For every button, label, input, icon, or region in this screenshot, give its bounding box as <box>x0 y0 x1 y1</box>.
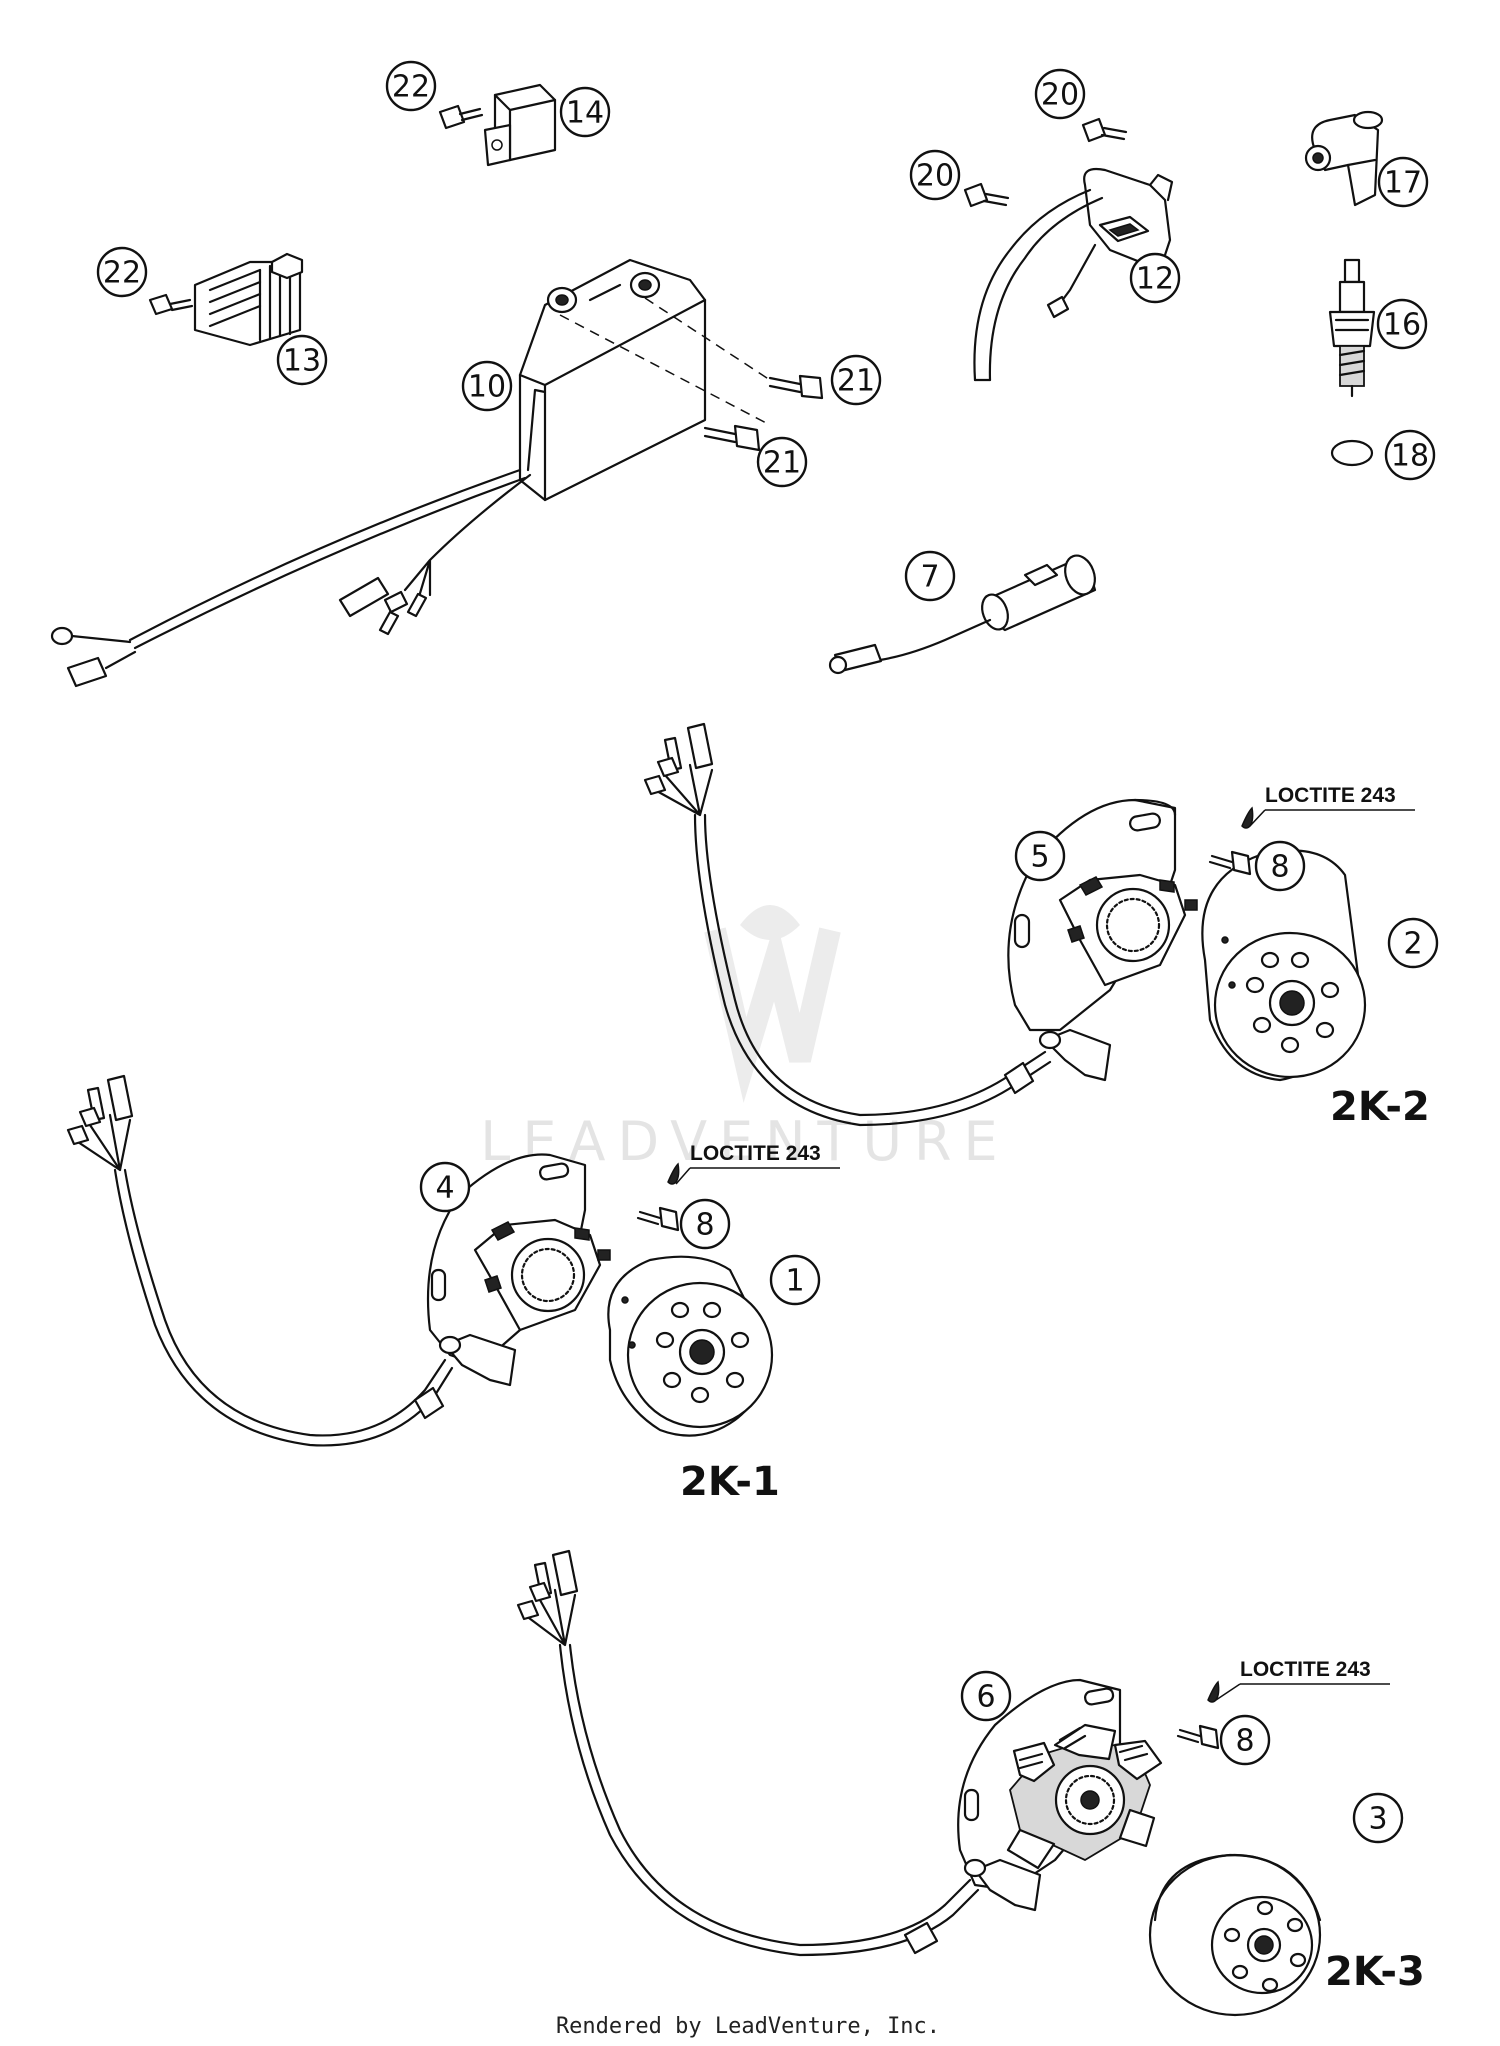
svg-text:21: 21 <box>763 446 801 481</box>
svg-text:13: 13 <box>283 344 321 379</box>
callout-22-a: 22 <box>385 60 437 112</box>
part-13-regulator <box>193 252 304 347</box>
svg-text:14: 14 <box>566 96 604 131</box>
loctite-text: LOCTITE 243 <box>1240 1658 1371 1681</box>
callout-20-b: 20 <box>909 149 961 201</box>
callout-18: 18 <box>1384 429 1436 481</box>
part-21-screw-b <box>703 424 761 452</box>
svg-text:5: 5 <box>1030 840 1049 875</box>
svg-text:22: 22 <box>392 70 430 105</box>
callout-21-b: 21 <box>756 436 808 488</box>
flywheel-1-holes <box>655 1301 750 1404</box>
callout-16: 16 <box>1376 298 1428 350</box>
variant-label-2k-2: 2K-2 <box>1330 1084 1430 1130</box>
part-22-screw-b <box>148 293 194 316</box>
callout-3: 3 <box>1352 1792 1404 1844</box>
callout-12: 12 <box>1129 252 1181 304</box>
part-14-bracket <box>483 83 557 167</box>
assembly-2k-1 <box>66 1074 774 1447</box>
part-21-screw-a <box>768 374 824 400</box>
svg-text:8: 8 <box>695 1208 714 1243</box>
callout-2: 2 <box>1387 917 1439 969</box>
part-20-screw-a <box>1081 117 1128 143</box>
svg-text:21: 21 <box>837 364 875 399</box>
callout-21-a: 21 <box>830 354 882 406</box>
svg-text:2: 2 <box>1403 927 1422 962</box>
svg-text:8: 8 <box>1235 1724 1254 1759</box>
svg-text:8: 8 <box>1270 850 1289 885</box>
cdi-harness <box>50 468 532 688</box>
part-17-plug-cap <box>1304 110 1384 207</box>
svg-text:20: 20 <box>1041 78 1079 113</box>
svg-text:10: 10 <box>468 370 506 405</box>
callout-1: 1 <box>769 1254 821 1306</box>
svg-text:22: 22 <box>103 256 141 291</box>
svg-text:18: 18 <box>1391 439 1429 474</box>
svg-text:6: 6 <box>976 1680 995 1715</box>
callout-20-a: 20 <box>1034 68 1086 120</box>
part-22-screw-a <box>438 104 484 130</box>
loctite-label-2k-2: LOCTITE 243 <box>1249 784 1415 827</box>
variant-label-2k-1: 2K-1 <box>680 1459 780 1505</box>
svg-text:4: 4 <box>435 1171 454 1206</box>
svg-text:12: 12 <box>1136 262 1174 297</box>
part-18-washer <box>1330 439 1374 467</box>
svg-text:7: 7 <box>920 560 939 595</box>
callout-7: 7 <box>904 550 956 602</box>
flywheel-3-holes <box>1223 1900 1307 1993</box>
callout-17: 17 <box>1377 156 1429 208</box>
svg-text:16: 16 <box>1383 308 1421 343</box>
part-16-spark-plug <box>1328 258 1376 398</box>
loctite-text: LOCTITE 243 <box>690 1142 821 1165</box>
callout-6: 6 <box>960 1670 1012 1722</box>
callout-14: 14 <box>559 86 611 138</box>
loctite-label-2k-3: LOCTITE 243 <box>1215 1658 1390 1701</box>
callout-10: 10 <box>461 360 513 412</box>
callout-5: 5 <box>1014 830 1066 882</box>
assembly-2k-3 <box>516 1549 1322 2017</box>
callout-22-b: 22 <box>96 246 148 298</box>
callout-8-a: 8 <box>1254 840 1306 892</box>
callout-8-b: 8 <box>679 1198 731 1250</box>
svg-text:17: 17 <box>1384 166 1422 201</box>
loctite-text: LOCTITE 243 <box>1265 784 1396 807</box>
callout-13: 13 <box>276 334 328 386</box>
variant-label-2k-3: 2K-3 <box>1325 1949 1425 1995</box>
svg-text:20: 20 <box>916 159 954 194</box>
footer-credit: Rendered by LeadVenture, Inc. <box>556 2014 940 2039</box>
svg-text:3: 3 <box>1368 1802 1387 1837</box>
callout-4: 4 <box>419 1161 471 1213</box>
part-10-cdi-unit <box>518 258 771 502</box>
part-20-screw-b <box>963 182 1010 208</box>
part-7-capacitor <box>828 554 1097 675</box>
callout-8-c: 8 <box>1219 1714 1271 1766</box>
watermark: LEADVENTURE <box>480 905 998 1173</box>
flywheel-2-holes <box>1245 951 1340 1054</box>
loctite-label-2k-1: LOCTITE 243 <box>675 1142 840 1185</box>
svg-text:1: 1 <box>785 1264 804 1299</box>
